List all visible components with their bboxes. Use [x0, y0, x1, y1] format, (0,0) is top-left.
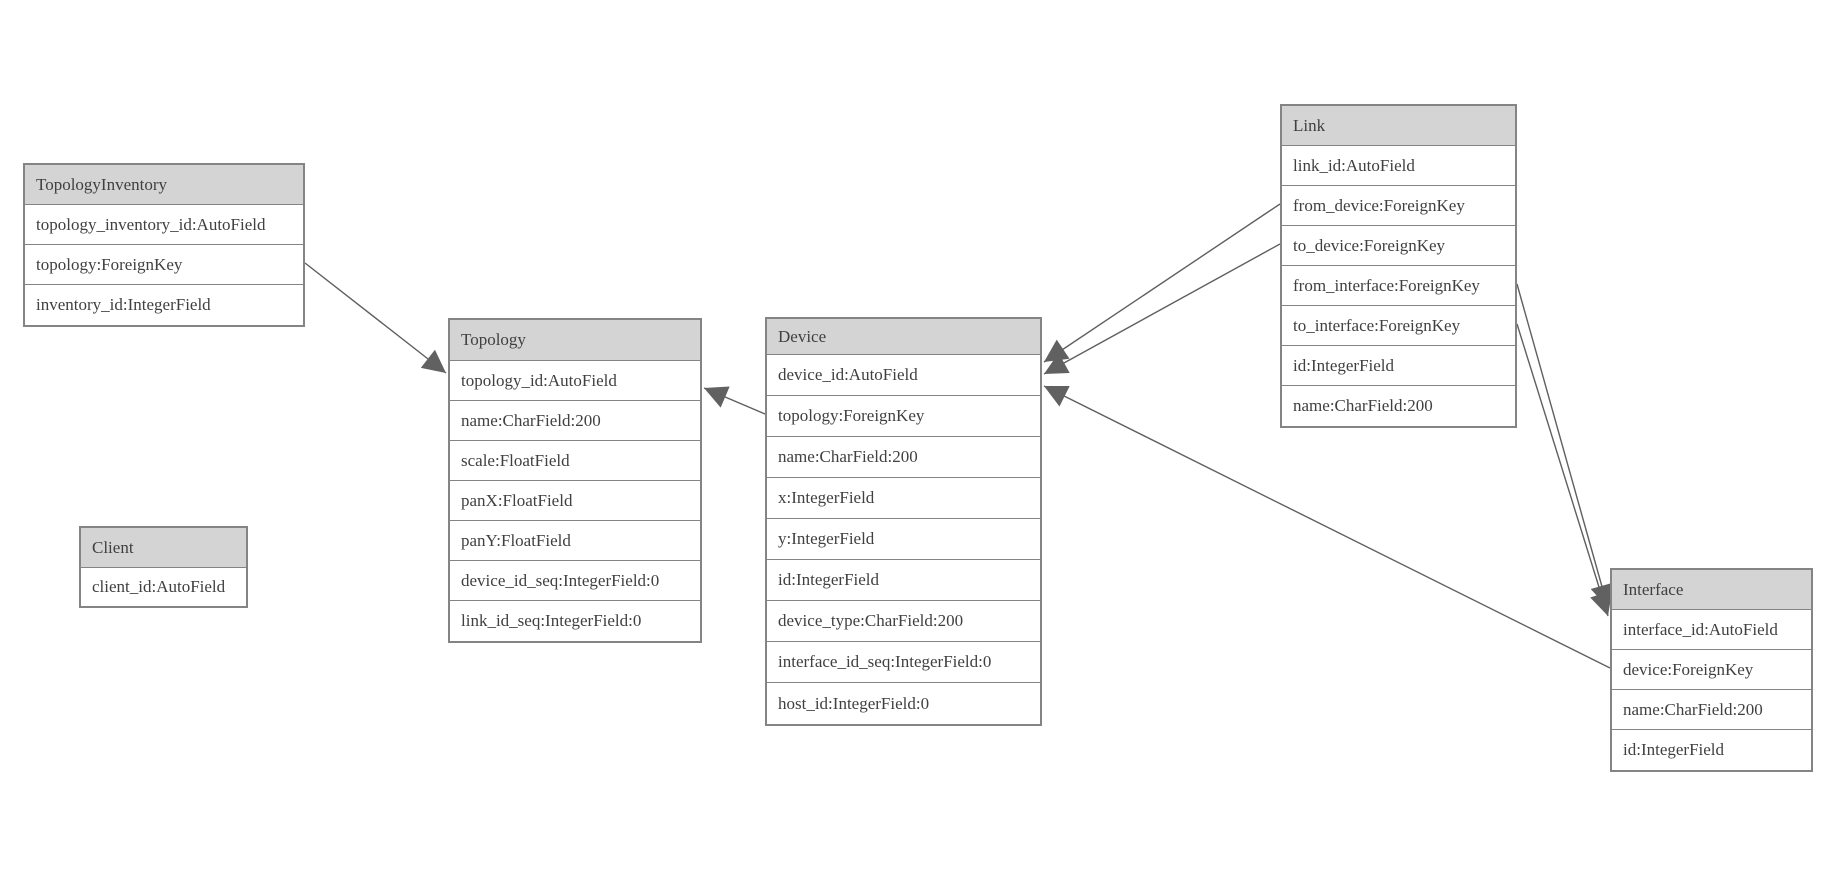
edge-link-from_device-device: [1043, 203, 1281, 363]
entity-field-row: device:ForeignKey: [1612, 650, 1811, 690]
entity-field-row: id:IntegerField: [1612, 730, 1811, 770]
entity-title-interface: Interface: [1612, 570, 1811, 610]
entity-field-row: interface_id_seq:IntegerField:0: [767, 642, 1040, 683]
entity-field-row: topology:ForeignKey: [767, 396, 1040, 437]
entity-field-row: topology_inventory_id:AutoField: [25, 205, 303, 245]
entity-field-row: panX:FloatField: [450, 481, 700, 521]
entity-field-row: device_type:CharField:200: [767, 601, 1040, 642]
entity-field-row: link_id:AutoField: [1282, 146, 1515, 186]
entity-title-link: Link: [1282, 106, 1515, 146]
entity-title-device: Device: [767, 319, 1040, 355]
entity-field-row: panY:FloatField: [450, 521, 700, 561]
entity-field-row: from_device:ForeignKey: [1282, 186, 1515, 226]
edge-device-topology: [703, 386, 766, 415]
edge-link-to_device-device: [1043, 243, 1281, 375]
entity-field-row: device_id_seq:IntegerField:0: [450, 561, 700, 601]
entity-field-row: interface_id:AutoField: [1612, 610, 1811, 650]
entity-field-row: x:IntegerField: [767, 478, 1040, 519]
entity-field-row: scale:FloatField: [450, 441, 700, 481]
entity-field-row: y:IntegerField: [767, 519, 1040, 560]
entity-field-row: topology_id:AutoField: [450, 361, 700, 401]
entity-field-row: to_device:ForeignKey: [1282, 226, 1515, 266]
entity-title-topology-inventory: TopologyInventory: [25, 165, 303, 205]
entity-field-row: name:CharField:200: [1612, 690, 1811, 730]
entity-field-row: name:CharField:200: [450, 401, 700, 441]
edge-interface-device: [1043, 385, 1611, 669]
entity-field-row: device_id:AutoField: [767, 355, 1040, 396]
edge-link-from_interface-interface: [1516, 283, 1613, 609]
edge-link-to_interface-interface: [1516, 323, 1613, 617]
entity-field-row: id:IntegerField: [1282, 346, 1515, 386]
entity-field-row: name:CharField:200: [767, 437, 1040, 478]
entity-field-row: client_id:AutoField: [81, 568, 246, 606]
entity-title-client: Client: [81, 528, 246, 568]
entity-title-topology: Topology: [450, 320, 700, 361]
entity-field-row: link_id_seq:IntegerField:0: [450, 601, 700, 641]
entity-field-row: host_id:IntegerField:0: [767, 683, 1040, 724]
entity-field-row: to_interface:ForeignKey: [1282, 306, 1515, 346]
entity-field-row: inventory_id:IntegerField: [25, 285, 303, 325]
entity-field-row: topology:ForeignKey: [25, 245, 303, 285]
entity-field-row: name:CharField:200: [1282, 386, 1515, 426]
edge-topologyinventory-topology: [304, 262, 447, 374]
entity-field-row: from_interface:ForeignKey: [1282, 266, 1515, 306]
entity-field-row: id:IntegerField: [767, 560, 1040, 601]
